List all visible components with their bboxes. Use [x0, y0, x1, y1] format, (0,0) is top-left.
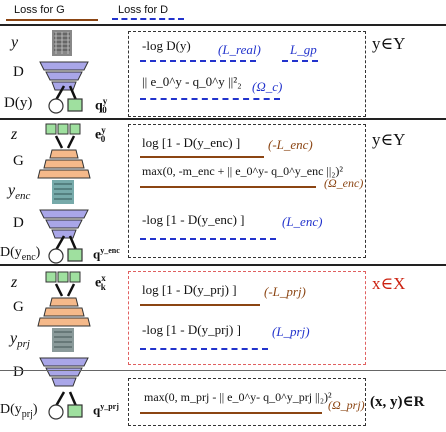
eq-enc-margin-underline	[140, 186, 316, 188]
eq-enc-d: -log [1 - D(y_enc) ]	[142, 212, 245, 227]
eq-enc-g-tag: (-L_enc)	[268, 137, 313, 152]
d-of-yprj-label: D(yprj)	[0, 402, 38, 420]
loss-box-2	[128, 124, 366, 258]
eq-enc-g-underline	[140, 156, 264, 158]
discriminator-label-2: D	[13, 215, 24, 231]
latent-arrows-2	[45, 271, 81, 297]
eq-commit-underline	[140, 98, 280, 100]
z-symbol-2: z	[11, 274, 18, 291]
eq-prj-g-tag: (-L_prj)	[264, 284, 306, 299]
eq-enc-d-underline	[140, 238, 276, 240]
eq-commit: || e_0^y - q_0^y ||²₂	[142, 74, 242, 89]
generator-label: G	[13, 153, 24, 169]
eq-prj-g-underline	[140, 304, 260, 306]
domain-row1: y∈Y	[372, 34, 406, 53]
eq-enc-g: log [1 - D(y_enc) ]	[142, 135, 241, 150]
d-of-yenc-label: D(yenc)	[0, 245, 41, 263]
discriminator-label: D	[13, 64, 24, 80]
generator-block	[37, 149, 91, 179]
q-label-2: qy_enc	[93, 246, 120, 262]
eq-prj-g: log [1 - D(y_prj) ]	[142, 282, 237, 297]
eq-prj-margin-tag: (Ω_prj)	[328, 398, 365, 412]
eq-gp-underline	[282, 60, 318, 62]
eq-gp: L_gp	[290, 42, 317, 57]
domain-row2: y∈Y	[372, 130, 406, 149]
separator-top	[0, 24, 446, 26]
legend-d-label: Loss for D	[118, 4, 169, 16]
generator-block-2	[37, 297, 91, 327]
eq-prj-d-underline	[140, 348, 268, 350]
eq-commit-tag: (Ω_c)	[252, 79, 283, 94]
domain-row3: x∈X	[372, 274, 406, 293]
q-label-3: qy_prj	[93, 402, 119, 418]
discriminator-label-3: D	[13, 364, 24, 380]
legend-g-label: Loss for G	[14, 4, 65, 16]
eq-real-tag: (L_real)	[218, 42, 261, 57]
y-enc-label: yenc	[8, 182, 31, 203]
arrows-2	[48, 235, 83, 264]
eq-prj-d-tag: (L_prj)	[272, 324, 310, 339]
legend-d-line	[112, 18, 184, 20]
enc-image-thumbnail	[52, 180, 74, 204]
y-prj-label: yprj	[10, 330, 30, 351]
domain-row4: (x, y)∈R	[370, 394, 425, 410]
eq-real: -log D(y)	[142, 38, 191, 53]
prj-image-thumbnail	[52, 328, 74, 352]
eq-enc-d-tag: (L_enc)	[282, 214, 323, 229]
eq-prj-d: -log [1 - D(y_prj) ]	[142, 322, 241, 337]
separator-1	[0, 118, 446, 120]
separator-2	[0, 264, 446, 266]
z-symbol: z	[11, 126, 18, 143]
loss-box-3	[128, 271, 366, 365]
eq-enc-margin-tag: (Ω_enc)	[324, 176, 364, 190]
q-label: qy0	[95, 96, 108, 116]
latent-arrows	[45, 123, 81, 149]
arrows-3	[48, 391, 83, 420]
separator-3	[0, 370, 446, 371]
eq-prj-margin: max(0, m_prj - || e_0^y- q_0^y_prj ||₂)²	[144, 390, 332, 404]
real-image-thumbnail	[52, 30, 72, 56]
loss-box-4	[128, 378, 366, 426]
eq-enc-margin: max(0, -m_enc + || e_0^y- q_0^y_enc ||₂)…	[142, 164, 344, 178]
generator-label-2: G	[13, 299, 24, 315]
y-symbol: y	[11, 34, 19, 51]
e-label: ey0	[95, 125, 106, 145]
e-label-2: exk	[95, 273, 106, 293]
discriminator-block-3	[39, 357, 89, 387]
arrows	[48, 85, 83, 114]
eq-real-underline	[140, 60, 256, 62]
legend-g-line	[6, 19, 98, 21]
loss-box-1	[128, 31, 366, 117]
d-of-y-label: D(y)	[4, 95, 33, 111]
eq-prj-margin-underline	[140, 412, 322, 414]
